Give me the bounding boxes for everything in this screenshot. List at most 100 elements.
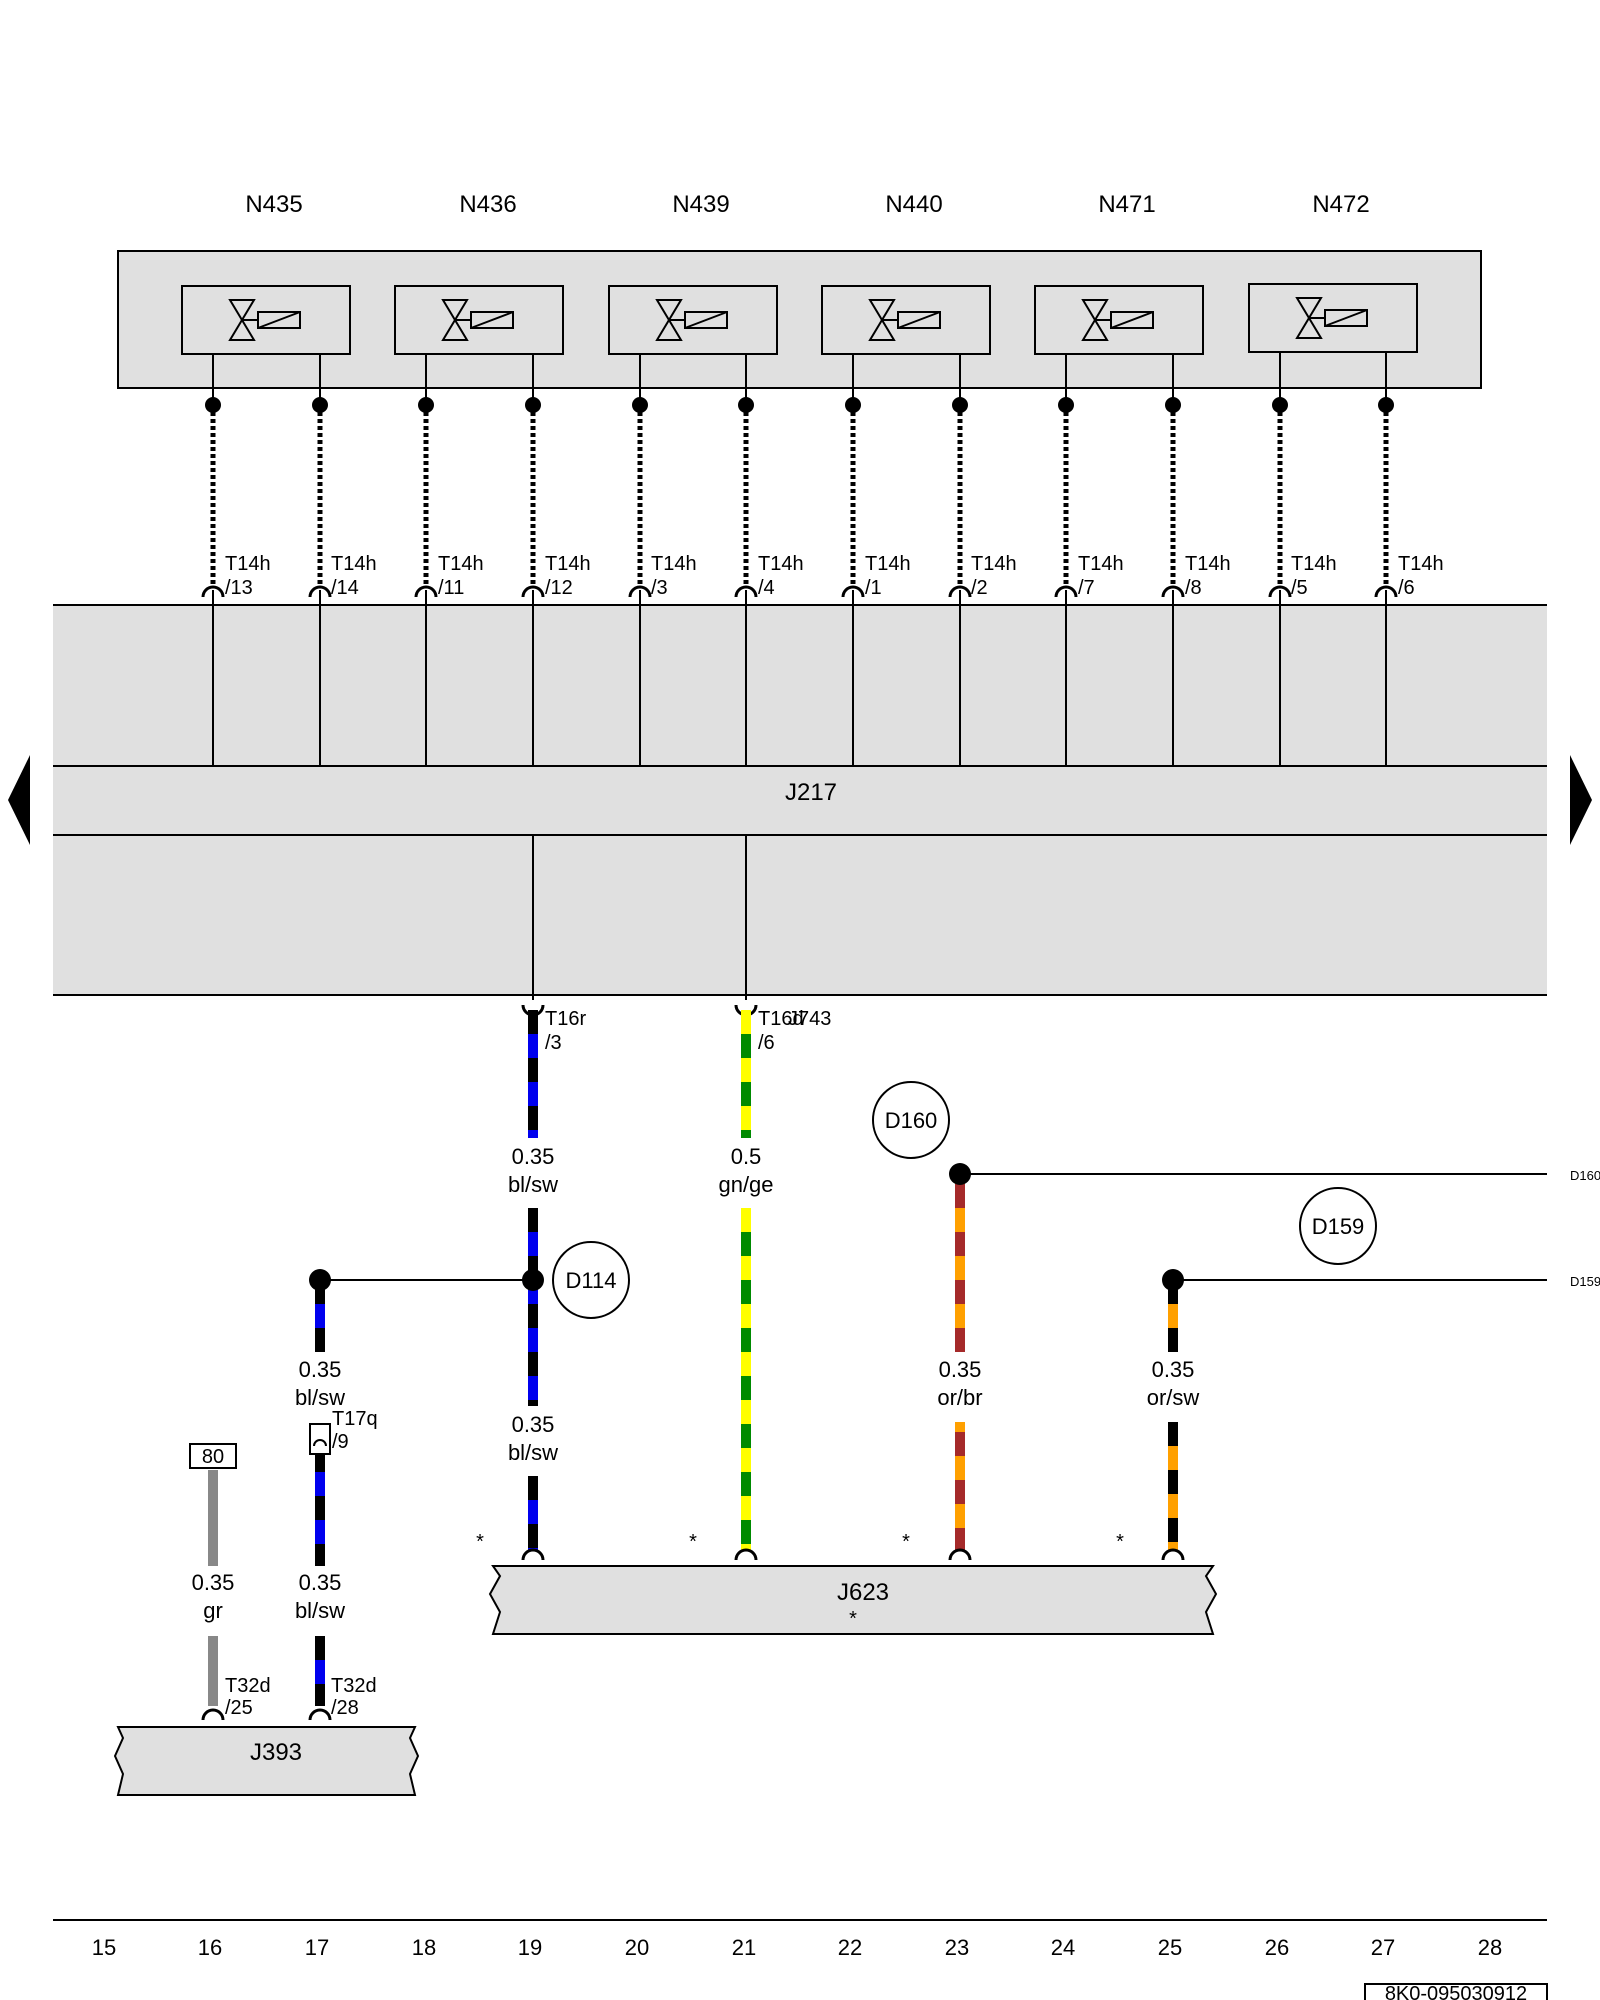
valve-symbol-n472 xyxy=(1248,283,1418,353)
gateway-j393-box xyxy=(113,1726,420,1796)
column-number: 20 xyxy=(625,1935,649,1960)
splice-circle-d160 xyxy=(872,1081,950,1159)
j623-connector-symbols xyxy=(521,1548,1185,1561)
pin-conn-label: T14h xyxy=(438,553,484,575)
pin-conn-label: T14h xyxy=(1078,553,1124,575)
valve-label-n436: N436 xyxy=(459,191,516,218)
valve-symbol-n439 xyxy=(608,285,778,355)
splice-label-d114: D114 xyxy=(566,1268,617,1293)
pin-conn-label: T14h xyxy=(651,553,697,575)
t32d-pin-label: /28 xyxy=(331,1697,359,1719)
splice-label-d160: D160 xyxy=(885,1108,938,1133)
pin-number-label: /1 xyxy=(865,577,882,599)
splice-circle-d159 xyxy=(1299,1187,1377,1265)
ecu-label-j623: J623 xyxy=(837,1579,889,1606)
valve-leads xyxy=(212,352,1387,405)
pin-conn-label: T14h xyxy=(971,553,1017,575)
twisted-pair-wires xyxy=(210,405,1389,585)
splice-circle-d114 xyxy=(552,1241,630,1319)
pin-conn-label: T14h xyxy=(758,553,804,575)
splice-ref-d159-edge: D159 xyxy=(1570,1274,1600,1289)
pin-conn-label: T14h xyxy=(331,553,377,575)
wire-size-label: 0.35 xyxy=(299,1357,342,1382)
pin-number-label: /6 xyxy=(1398,577,1415,599)
splice-links xyxy=(319,1173,1547,1448)
t16r-pin-label: /3 xyxy=(545,1032,562,1054)
column-number: 21 xyxy=(732,1935,756,1960)
j743-ref-label: J743 xyxy=(788,1008,831,1030)
splice-ref-d160-edge: D160 xyxy=(1570,1168,1600,1183)
doc-id-box xyxy=(1364,1983,1548,2000)
j217-panel xyxy=(53,605,1547,995)
pin-number-label: /11 xyxy=(438,577,464,599)
asterisk-mark: * xyxy=(476,1531,484,1553)
wire-size-label: 0.35 xyxy=(512,1412,555,1437)
j217-internal-leads xyxy=(212,590,1387,1000)
pin-number-label: /14 xyxy=(331,577,359,599)
valve-symbol-n436 xyxy=(394,285,564,355)
wire-color-label: gr xyxy=(203,1598,223,1623)
pin-conn-label: T14h xyxy=(1291,553,1337,575)
t17q-socket-icon xyxy=(313,1439,327,1447)
wire-color-label: bl/sw xyxy=(295,1598,345,1623)
t32d-conn-label: T32d xyxy=(331,1675,377,1697)
pin-number-label: /12 xyxy=(545,577,573,599)
t32d-conn-label: T32d xyxy=(225,1675,271,1697)
next-page-arrow-icon[interactable] xyxy=(1570,755,1592,845)
pin-conn-label: T14h xyxy=(865,553,911,575)
column-number: 25 xyxy=(1158,1935,1182,1960)
column-number: 18 xyxy=(412,1935,436,1960)
t16d-conn-label: T16d xyxy=(758,1008,804,1030)
wire-color-label: bl/sw xyxy=(508,1440,558,1465)
wire-size-label: 0.35 xyxy=(939,1357,982,1382)
splice-dots xyxy=(309,1163,1184,1291)
gateway-label-j393: J393 xyxy=(250,1739,302,1766)
column-number: 23 xyxy=(945,1935,969,1960)
valve-symbol-n471 xyxy=(1034,285,1204,355)
prev-page-arrow-icon[interactable] xyxy=(8,755,30,845)
ref-box-label: 80 xyxy=(202,1446,224,1468)
pin-conn-label: T14h xyxy=(1398,553,1444,575)
asterisk-mark: * xyxy=(1116,1531,1124,1553)
wire-color-label: gn/ge xyxy=(718,1172,773,1197)
wire-size-label: 0.35 xyxy=(299,1570,342,1595)
wire-size-label: 0.5 xyxy=(731,1144,762,1169)
t32d-connector-symbols xyxy=(201,1708,332,1721)
j217-outline xyxy=(53,604,1547,996)
valve-label-n439: N439 xyxy=(672,191,729,218)
t16d-pin-label: /6 xyxy=(758,1032,775,1054)
pin-conn-label: T14h xyxy=(225,553,271,575)
wire-color-label: or/br xyxy=(937,1385,982,1410)
ecu-note: * xyxy=(849,1608,857,1630)
pin-conn-label: T14h xyxy=(1185,553,1231,575)
pin-number-label: /4 xyxy=(758,577,775,599)
pin-number-label: /3 xyxy=(651,577,668,599)
t14h-connector-symbols xyxy=(201,585,1398,598)
control-unit-label-j217: J217 xyxy=(785,779,837,806)
column-number: 26 xyxy=(1265,1935,1289,1960)
column-number: 16 xyxy=(198,1935,222,1960)
wire-color-label: bl/sw xyxy=(508,1172,558,1197)
t32d-pin-label: /25 xyxy=(225,1697,253,1719)
column-number: 27 xyxy=(1371,1935,1395,1960)
wire-size-label: 0.35 xyxy=(192,1570,235,1595)
column-number: 19 xyxy=(518,1935,542,1960)
wire-color-label: bl/sw xyxy=(295,1385,345,1410)
t16r-conn-label: T16r xyxy=(545,1008,586,1030)
wire-size-label: 0.35 xyxy=(512,1144,555,1169)
valve-label-n440: N440 xyxy=(885,191,942,218)
wire-size-label: 0.35 xyxy=(1152,1357,1195,1382)
t17q-pin-label: /9 xyxy=(332,1431,349,1453)
column-number: 22 xyxy=(838,1935,862,1960)
valve-symbol-n435 xyxy=(181,285,351,355)
pin-number-label: /13 xyxy=(225,577,253,599)
asterisk-mark: * xyxy=(902,1531,910,1553)
valve-label-n471: N471 xyxy=(1098,191,1155,218)
pin-conn-label: T14h xyxy=(545,553,591,575)
valve-label-n472: N472 xyxy=(1312,191,1369,218)
valve-junction-dots xyxy=(205,397,1394,413)
pin-number-label: /7 xyxy=(1078,577,1095,599)
pin-number-label: /8 xyxy=(1185,577,1202,599)
ref-box-80 xyxy=(189,1443,237,1469)
